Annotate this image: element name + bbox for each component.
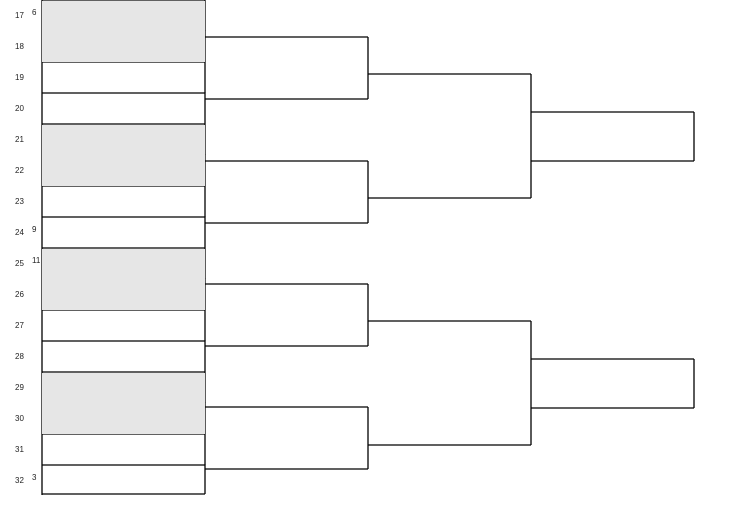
seed-number: 26	[15, 290, 24, 299]
seed-number: 31	[15, 445, 24, 454]
shaded-block	[42, 373, 205, 434]
seed-number: 21	[15, 135, 24, 144]
seed-number: 25	[15, 259, 24, 268]
seed-rank: 9	[32, 225, 37, 234]
shaded-block	[42, 249, 205, 310]
seed-number: 24	[15, 228, 24, 237]
seed-number: 28	[15, 352, 24, 361]
shaded-block	[42, 1, 205, 62]
seed-number: 32	[15, 476, 24, 485]
seed-number: 30	[15, 414, 24, 423]
shaded-block	[42, 125, 205, 186]
seed-number: 17	[15, 11, 24, 20]
seed-number: 20	[15, 104, 24, 113]
seed-number: 23	[15, 197, 24, 206]
seed-number: 27	[15, 321, 24, 330]
seed-rank: 3	[32, 473, 37, 482]
seed-rank: 11	[32, 256, 41, 265]
seed-number: 19	[15, 73, 24, 82]
seed-number: 18	[15, 42, 24, 51]
seed-number: 29	[15, 383, 24, 392]
seed-number: 22	[15, 166, 24, 175]
seed-rank: 6	[32, 8, 37, 17]
